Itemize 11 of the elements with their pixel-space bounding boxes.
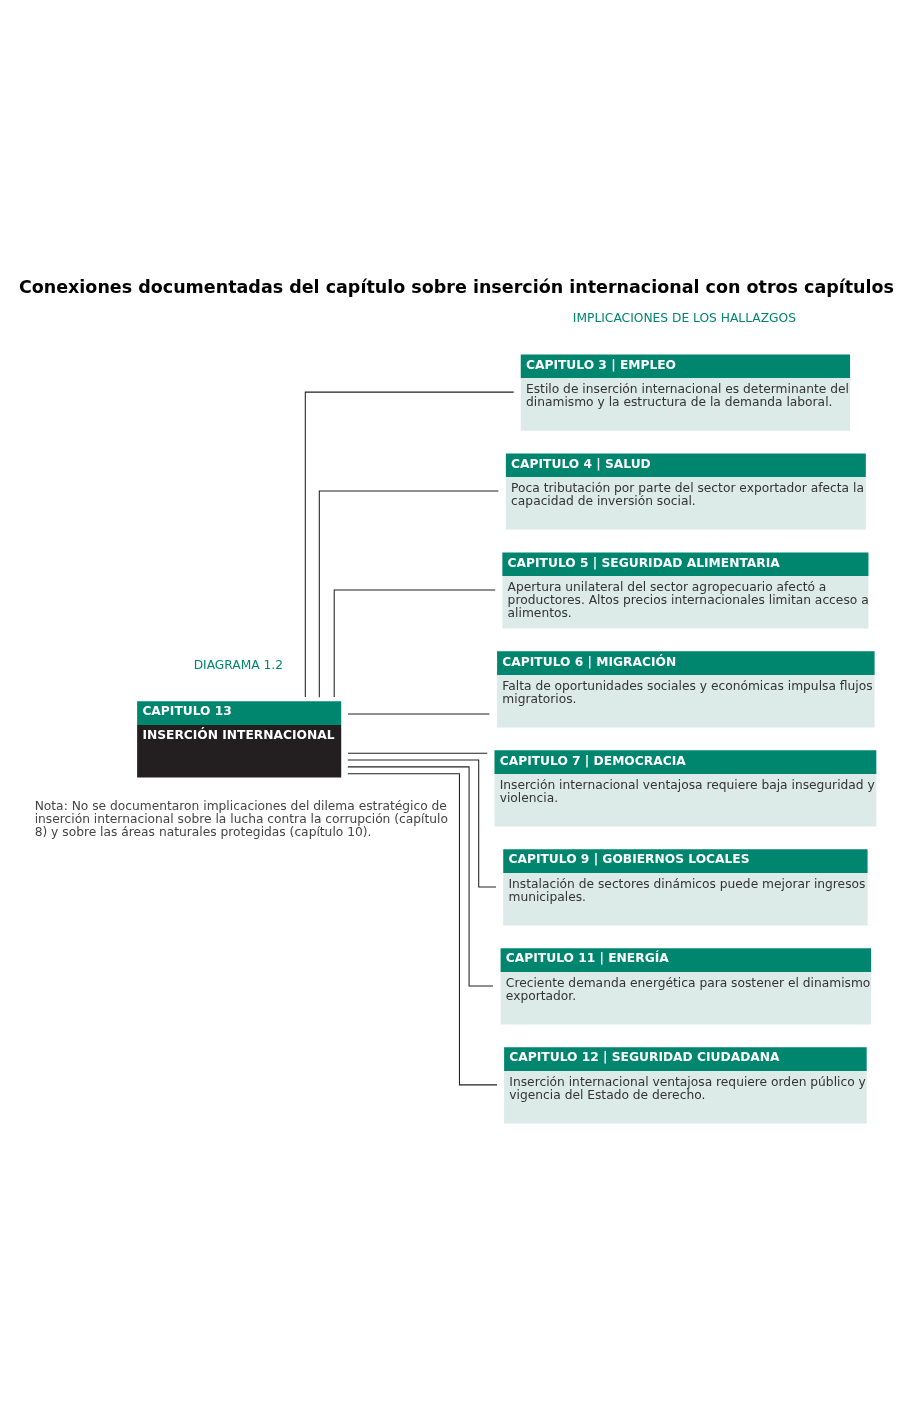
diagram-title: Conexiones documentadas del capítulo sobre inserción internacional con otros capítulos <box>18 276 895 297</box>
connector <box>347 765 494 986</box>
connector <box>304 391 515 698</box>
label: DIAGRAMA 1.2 <box>193 657 284 672</box>
connector <box>347 772 498 1085</box>
connector <box>347 759 497 887</box>
connector <box>347 752 488 754</box>
label: Nota: No se documentaron implicaciones del dilema estratégico de inserción internacional sobre la lucha contra la corrupción (capítulo 8) y sobre las áreas naturales protegidas (capítulo 10). <box>34 798 448 839</box>
label: IMPLICACIONES DE LOS HALLAZGOS <box>572 310 796 325</box>
connector <box>333 589 496 698</box>
connector <box>318 490 499 698</box>
